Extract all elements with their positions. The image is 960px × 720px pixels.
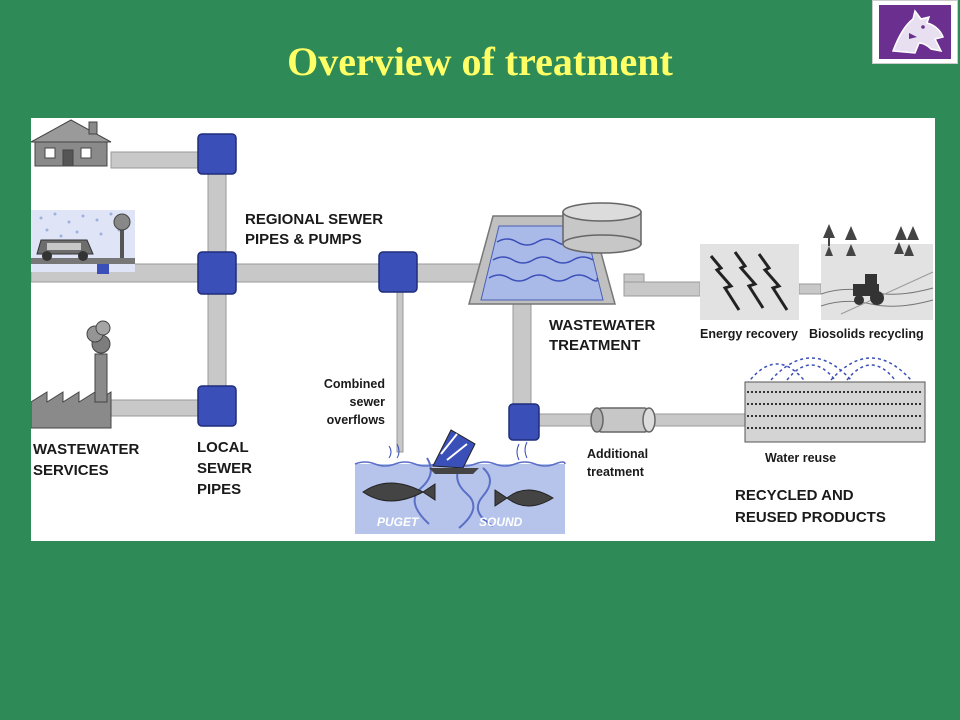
biosolids-pipe	[798, 283, 822, 295]
biosolids-recycling-icon	[820, 224, 934, 320]
additional-treatment-icon	[590, 407, 656, 433]
water-reuse-icon	[744, 357, 926, 443]
pump-box-outfall	[508, 403, 540, 441]
energy-recovery-icon	[700, 244, 799, 320]
pump-boxes	[197, 133, 540, 441]
water-reuse-label: Water reuse	[765, 451, 836, 465]
wastewater-services-label-1: WASTEWATER	[33, 441, 140, 458]
additional-treatment-label-2: treatment	[587, 465, 645, 479]
energy-recovery-label: Energy recovery	[700, 327, 798, 341]
wastewater-services-label-2: SERVICES	[33, 462, 109, 479]
diagram-labels: REGIONAL SEWER PIPES & PUMPS WASTEWATER …	[33, 211, 924, 526]
house-icon	[31, 119, 112, 167]
factory-icon	[31, 320, 112, 429]
pump-box-junction	[197, 251, 237, 295]
additional-treatment-label-1: Additional	[587, 447, 648, 461]
wastewater-treatment-diagram: PUGET SOUND REGIONAL SEWER PIPES & PUMPS…	[31, 118, 935, 541]
logo	[872, 0, 958, 64]
regional-sewer-label-1: REGIONAL SEWER	[245, 211, 383, 228]
city-stormwater-icon	[31, 210, 135, 274]
puget-label: PUGET	[377, 515, 420, 529]
husky-logo-icon	[891, 9, 944, 54]
local-sewer-label-3: PIPES	[197, 481, 241, 498]
regional-sewer-label-2: PIPES & PUMPS	[245, 231, 362, 248]
local-sewer-label-2: SEWER	[197, 460, 252, 477]
puget-sound-icon: PUGET SOUND	[354, 429, 566, 534]
recycled-products-label-1: RECYCLED AND	[735, 487, 854, 504]
sound-label: SOUND	[479, 515, 523, 529]
pump-box-factory	[197, 385, 237, 427]
combined-overflows-label-1: Combined	[324, 377, 385, 391]
clarifier-tank-icon	[562, 202, 642, 254]
pump-box-regional	[378, 251, 418, 293]
slide-title: Overview of treatment	[287, 39, 673, 84]
logo-background	[879, 5, 951, 59]
combined-overflows-label-3: overflows	[327, 413, 385, 427]
energy-pipe	[623, 281, 701, 297]
recycled-products-label-2: REUSED PRODUCTS	[735, 509, 886, 526]
diagram-canvas: PUGET SOUND REGIONAL SEWER PIPES & PUMPS…	[31, 119, 934, 534]
biosolids-recycling-label: Biosolids recycling	[809, 327, 924, 341]
wastewater-treatment-label-1: WASTEWATER	[549, 317, 656, 334]
overflow-pipe	[396, 279, 404, 453]
pump-box-house	[197, 133, 237, 175]
local-sewer-label-1: LOCAL	[197, 439, 249, 456]
combined-overflows-label-2: sewer	[350, 395, 386, 409]
wastewater-treatment-label-2: TREATMENT	[549, 337, 640, 354]
